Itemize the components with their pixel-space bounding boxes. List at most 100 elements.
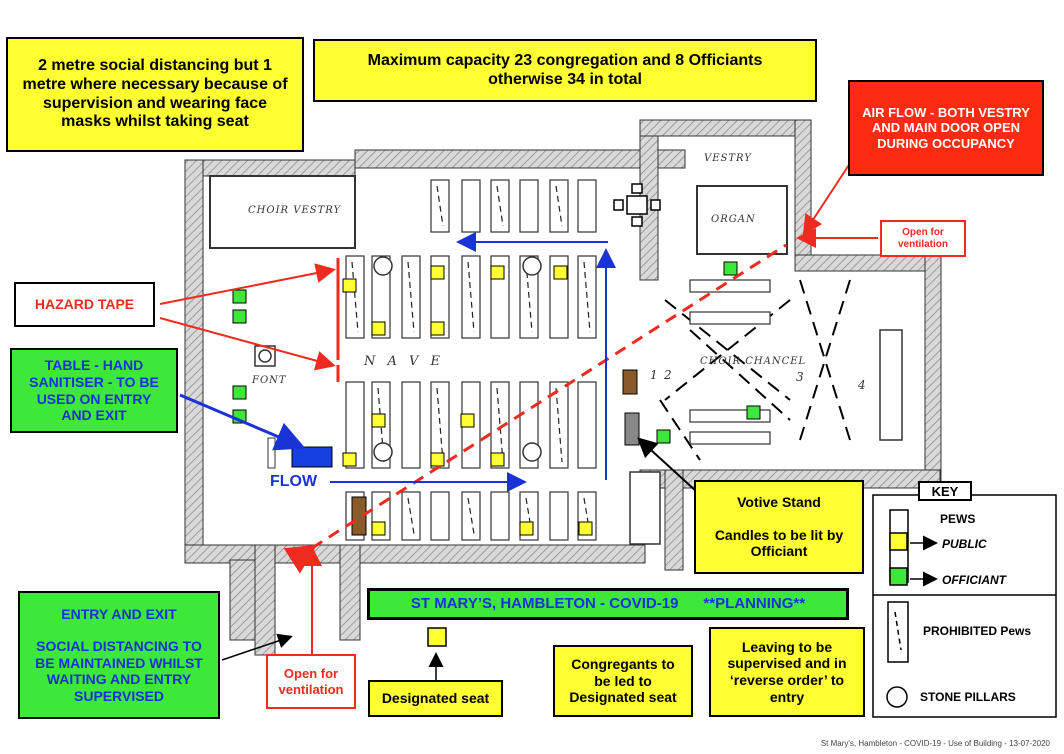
- stone-pillar: [373, 256, 393, 276]
- capacity-line-1: Maximum capacity 23 congregation and 8 O…: [367, 51, 763, 69]
- leaving-note: Leaving to be supervised and in ‘reverse…: [709, 627, 865, 717]
- key-title: KEY: [918, 481, 972, 501]
- pew: [577, 381, 597, 469]
- open-ventilation-bottom: Open for ventilation: [266, 654, 356, 709]
- pew: [549, 381, 569, 469]
- nave-label: N A V E: [364, 354, 445, 369]
- vestry-chair: [613, 199, 624, 211]
- votive-text: Candles to be lit by Officiant: [714, 526, 844, 560]
- font-label: FONT: [252, 375, 287, 386]
- pew: [490, 381, 510, 469]
- officiant-seat: [232, 309, 247, 324]
- key-public-swatch: [889, 532, 908, 551]
- public-seat: [371, 321, 386, 336]
- sanitiser-arrow: [179, 393, 306, 451]
- chancel-number-2: 2: [664, 368, 673, 382]
- pew: [490, 491, 510, 541]
- prohibited-pew-mark: [583, 261, 591, 333]
- key-pillar-icon: [886, 686, 908, 708]
- prohibited-pew-mark: [351, 261, 359, 333]
- air-flow-note-text: AIR FLOW - BOTH VESTRY AND MAIN DOOR OPE…: [862, 105, 1030, 151]
- chancel-area: [659, 279, 851, 461]
- pew: [519, 179, 539, 233]
- choir-chancel-label: CHOIR CHANCEL: [700, 356, 807, 367]
- vestry-table: [626, 195, 648, 215]
- votive-stand: [622, 369, 638, 395]
- chancel-number-3: 3: [796, 370, 805, 384]
- vestry-label: VESTRY: [704, 153, 752, 164]
- officiant-seat: [656, 429, 671, 444]
- distancing-note-text: 2 metre social distancing but 1 metre wh…: [22, 56, 288, 131]
- pew: [577, 179, 597, 233]
- public-seat: [430, 452, 445, 467]
- pew: [401, 491, 421, 541]
- key-prohibited-label: PROHIBITED Pews: [923, 624, 1032, 638]
- chancel-number-1: 1: [650, 368, 659, 382]
- vestry-chair: [631, 216, 643, 227]
- prohibited-chancel-mark: [799, 279, 851, 441]
- prohibited-chancel-mark: [799, 279, 851, 441]
- hazard-arrow: [159, 317, 336, 371]
- footer-caption: St Mary's, Hambleton - COVID-19 - Use of…: [820, 739, 1050, 748]
- leaving-text: Leaving to be supervised and in ‘reverse…: [727, 638, 847, 705]
- prohibited-pew-mark: [407, 497, 415, 535]
- stone-pillar: [522, 256, 542, 276]
- entry-arrow: [221, 633, 293, 661]
- congregants-text: Congregants to be led to Designated seat: [569, 656, 677, 706]
- key-officiant-label: OFFICIANT: [942, 573, 1006, 587]
- air-flow-note: AIR FLOW - BOTH VESTRY AND MAIN DOOR OPE…: [848, 80, 1044, 176]
- designated-seat-sample: [427, 627, 447, 647]
- sanitiser-note-text: TABLE - HAND SANITISER - TO BE USED ON E…: [29, 357, 159, 424]
- chancel-stall: [689, 279, 771, 293]
- vestry-chair: [650, 199, 661, 211]
- sanitiser-note: TABLE - HAND SANITISER - TO BE USED ON E…: [10, 348, 178, 433]
- chancel-number-4: 4: [858, 378, 867, 392]
- organ-room: [696, 185, 788, 255]
- public-seat: [342, 278, 357, 293]
- open-ventilation-bottom-text: Open for ventilation: [278, 666, 344, 697]
- public-seat: [578, 521, 593, 536]
- prohibited-pew-mark: [467, 497, 475, 535]
- officiant-seat: [232, 385, 247, 400]
- chancel-stall: [689, 311, 771, 325]
- key-public-label: PUBLIC: [942, 537, 987, 551]
- font-bowl: [258, 349, 272, 363]
- pew: [549, 491, 569, 541]
- public-seat: [553, 265, 568, 280]
- votive-stand: [624, 412, 640, 446]
- planning-title: ST MARY’S, HAMBLETON - COVID-19 **PLANNI…: [367, 588, 849, 620]
- choir-vestry-room: [209, 175, 356, 249]
- entry-exit-heading: ENTRY AND EXIT: [61, 605, 177, 622]
- hazard-tape-note: HAZARD TAPE: [14, 282, 155, 327]
- planning-title-text: ST MARY’S, HAMBLETON - COVID-19 **PLANNI…: [410, 595, 806, 613]
- prohibited-pew-mark: [467, 261, 475, 333]
- pew: [461, 491, 481, 541]
- key-pillars-label: STONE PILLARS: [920, 690, 1016, 704]
- entry-exit-text: SOCIAL DISTANCING TO BE MAINTAINED WHILS…: [35, 638, 203, 704]
- chancel-stall: [689, 431, 771, 445]
- prohibited-chancel-mark: [664, 299, 791, 401]
- public-seat: [430, 321, 445, 336]
- votive-heading: Votive Stand: [737, 494, 821, 511]
- seat-markers: [232, 261, 761, 536]
- public-seat: [490, 265, 505, 280]
- key-pews-label: PEWS: [940, 512, 976, 526]
- altar-table: [629, 471, 661, 545]
- public-seat: [371, 521, 386, 536]
- officiant-seat: [232, 289, 247, 304]
- prohibited-pew-mark: [496, 185, 504, 227]
- congregants-note: Congregants to be led to Designated seat: [553, 645, 693, 717]
- votive-arrow: [637, 437, 698, 493]
- air-flow-line: [283, 243, 787, 574]
- key-prohibited-mark: [894, 611, 902, 651]
- pew: [371, 255, 391, 339]
- organ-label: ORGAN: [711, 214, 756, 225]
- votive-stand: [351, 496, 367, 536]
- prohibited-chancel-mark: [659, 399, 701, 461]
- entry-exit-note: ENTRY AND EXIT SOCIAL DISTANCING TO BE M…: [18, 591, 220, 719]
- designated-seat-text: Designated seat: [381, 690, 490, 707]
- pew: [430, 381, 450, 469]
- chancel-step: [879, 329, 903, 441]
- door-post: [267, 437, 276, 469]
